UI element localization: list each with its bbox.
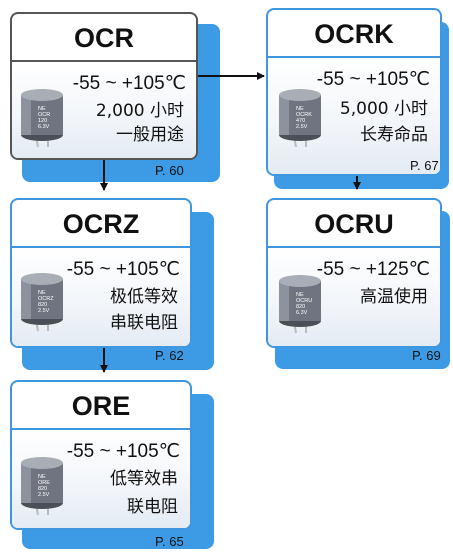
ore-card: ORE NE ORE 820 2.5V -55 ~ +105℃ 低等效串 联电阻	[10, 380, 192, 530]
ocrk-line-2: 长寿命品	[360, 125, 428, 145]
capacitor-label-4: 2.5V	[38, 308, 50, 314]
capacitor-label-2: OCRK	[296, 112, 312, 118]
ore-body: NE ORE 820 2.5V -55 ~ +105℃ 低等效串 联电阻	[12, 430, 190, 528]
ore-page-ref: P. 65	[155, 534, 184, 549]
ocrz-line-1: 极低等效	[110, 287, 178, 307]
capacitor-label-1: NE	[38, 474, 46, 480]
capacitor-label-1: NE	[38, 106, 46, 112]
capacitor-label-3: 820	[38, 302, 47, 308]
ocrz-card: OCRZ NE OCRZ 820 2.5V -55 ~ +105℃ 极低等效 串…	[10, 198, 192, 348]
ocrk-temp-range: -55 ~ +105℃	[316, 69, 430, 90]
capacitor-image: NE OCRU 820 6.3V	[276, 272, 324, 339]
ocrk-card: OCRK NE OCRK 470 2.5V -55 ~ +105℃ 5,000 …	[266, 8, 442, 176]
ocrk-body: NE OCRK 470 2.5V -55 ~ +105℃ 5,000 小时 长寿…	[268, 58, 440, 174]
ocrz-temp-range: -55 ~ +105℃	[66, 259, 180, 280]
ocr-page-ref: P. 60	[155, 163, 184, 178]
ocrz-title: OCRZ	[12, 200, 190, 248]
capacitor-label-1: NE	[296, 292, 304, 298]
capacitor-label-3: 820	[296, 304, 305, 310]
ocru-page-ref: P. 69	[412, 348, 441, 363]
capacitor-image: NE OCRK 470 2.5V	[276, 86, 324, 153]
capacitor-label-4: 2.5V	[38, 492, 50, 498]
capacitor-label-4: 2.5V	[296, 124, 308, 130]
ocrk-title: OCRK	[268, 10, 440, 58]
capacitor-label-3: 820	[38, 486, 47, 492]
ocru-temp-range: -55 ~ +125℃	[316, 259, 430, 280]
capacitor-image: NE OCRZ 820 2.5V	[18, 270, 66, 337]
capacitor-label-1: NE	[38, 290, 46, 296]
ocrk-line-1: 5,000 小时	[339, 99, 428, 119]
ocru-card: OCRU NE OCRU 820 6.3V -55 ~ +125℃ 高温使用	[266, 198, 442, 348]
capacitor-label-1: NE	[296, 106, 304, 112]
capacitor-label-2: OCRZ	[38, 296, 54, 302]
ocr-card: OCR NE OCR 120 6.3V -55 ~ +105℃ 2,000 小时…	[10, 12, 198, 160]
ocru-body: NE OCRU 820 6.3V -55 ~ +125℃ 高温使用	[268, 248, 440, 346]
ocrk-page-ref: P. 67	[410, 158, 439, 173]
capacitor-label-4: 6.3V	[296, 310, 308, 316]
ocr-temp-range: -55 ~ +105℃	[72, 73, 186, 94]
ocr-line-2: 一般用途	[116, 125, 184, 145]
ore-title: ORE	[12, 382, 190, 430]
capacitor-label-4: 6.3V	[38, 124, 50, 130]
capacitor-label-3: 470	[296, 118, 305, 124]
capacitor-label-3: 120	[38, 118, 47, 124]
ore-temp-range: -55 ~ +105℃	[66, 441, 180, 462]
ore-line-2: 联电阻	[127, 497, 178, 517]
ocrz-page-ref: P. 62	[155, 348, 184, 363]
ocrz-body: NE OCRZ 820 2.5V -55 ~ +105℃ 极低等效 串联电阻	[12, 248, 190, 346]
capacitor-label-2: OCRU	[296, 298, 312, 304]
ocr-line-1: 2,000 小时	[95, 101, 184, 121]
capacitor-label-2: OCR	[38, 112, 50, 118]
capacitor-image: NE ORE 820 2.5V	[18, 454, 66, 521]
ocr-title: OCR	[12, 14, 196, 62]
ocr-body: NE OCR 120 6.3V -55 ~ +105℃ 2,000 小时 一般用…	[12, 62, 196, 158]
ore-line-1: 低等效串	[110, 469, 178, 489]
capacitor-label-2: ORE	[38, 480, 50, 486]
capacitor-image: NE OCR 120 6.3V	[18, 86, 66, 153]
ocru-line-1: 高温使用	[360, 287, 428, 307]
ocru-title: OCRU	[268, 200, 440, 248]
ocrz-line-2: 串联电阻	[110, 313, 178, 333]
